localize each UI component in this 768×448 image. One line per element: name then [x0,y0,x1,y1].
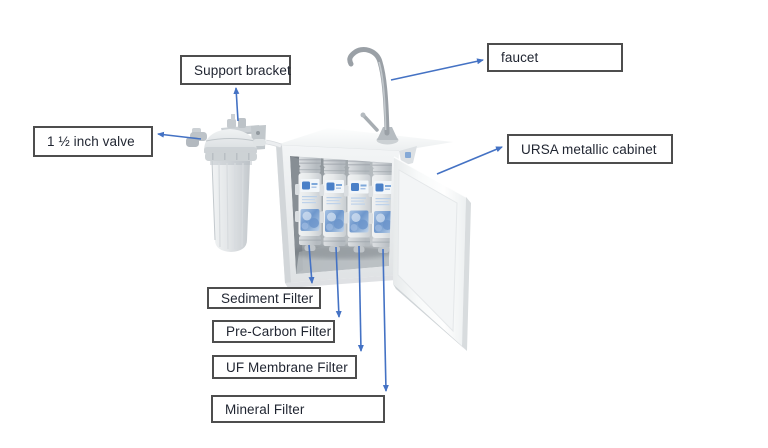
label-support-bracket: Support bracket [180,55,291,85]
arrow-pre-carbon-filter [335,246,342,318]
arrow-sediment-filter [308,244,315,284]
door-hinge [399,146,417,166]
faucet-handle [362,114,379,132]
arrow-uf-membrane-filter [357,245,364,352]
label-pre-carbon-filter: Pre-Carbon Filter [212,320,335,343]
label-cabinet: URSA metallic cabinet [507,134,673,164]
arrow-cabinet [436,146,503,175]
label-uf-membrane-filter: UF Membrane Filter [212,355,357,379]
label-valve: 1 ½ inch valve [33,126,153,157]
label-sediment-filter: Sediment Filter [207,287,321,309]
label-faucet: faucet [487,43,623,72]
arrow-faucet [390,58,484,81]
cabinet-door [393,156,471,351]
arrow-mineral-filter [382,248,389,392]
arrow-support-bracket [233,87,240,122]
label-mineral-filter: Mineral Filter [211,395,385,423]
faucet-render [347,47,399,145]
prefilter-housing [186,114,282,252]
arrow-valve [157,131,202,140]
cabinet-frame [276,145,399,288]
